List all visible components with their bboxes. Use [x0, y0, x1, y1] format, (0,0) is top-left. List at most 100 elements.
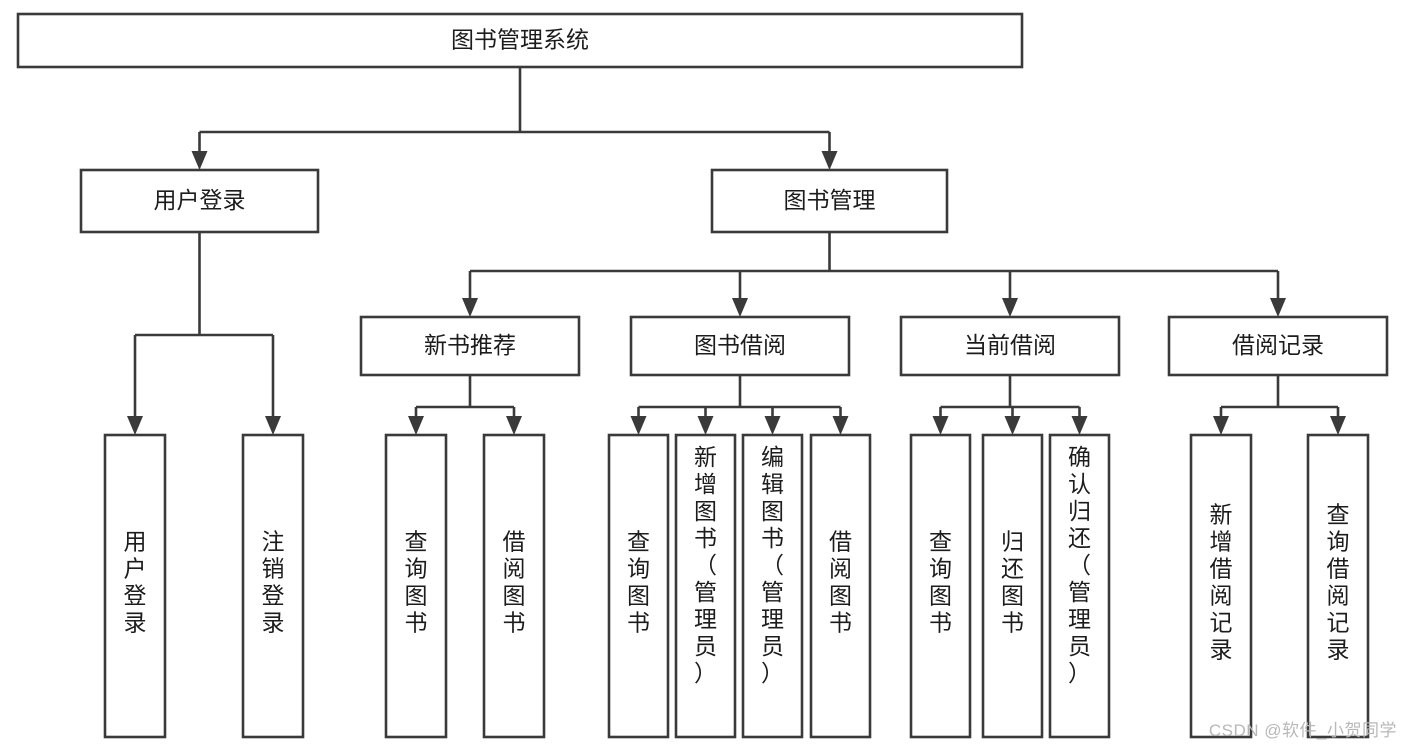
node-label-leaf-add-borrow-record-char-3: 阅: [1210, 583, 1233, 609]
arrow-leaf-return-book-head: [1004, 416, 1021, 435]
arrow-leaf-add-borrow-record-head: [1213, 416, 1229, 435]
node-label-leaf-confirm-return-admin-char-2: 归: [1068, 498, 1091, 524]
node-label-leaf-logout-char-0: 注: [262, 529, 285, 555]
node-label-leaf-add-book-admin-char-4: （: [694, 552, 717, 578]
node-label-borrow-record: 借阅记录: [1232, 332, 1324, 358]
connectors-layer: [127, 67, 1346, 435]
node-leaf-user-login[interactable]: 用户登录: [103, 433, 167, 739]
node-label-current-borrow: 当前借阅: [964, 332, 1056, 358]
node-label-leaf-query-book-borrow-char-1: 询: [627, 556, 650, 582]
arrow-leaf-logout-head: [265, 416, 281, 435]
node-root[interactable]: 图书管理系统: [16, 12, 1024, 69]
node-label-leaf-borrow-book-rec-char-0: 借: [503, 529, 526, 555]
node-box-leaf-add-borrow-record: [1189, 433, 1253, 739]
node-book-management[interactable]: 图书管理: [710, 168, 949, 234]
node-box-book-management: [710, 168, 949, 234]
arrow-level3-0-head: [462, 298, 478, 317]
node-label-leaf-add-book-admin-char-7: 员: [694, 633, 717, 659]
node-box-book-borrow: [629, 315, 851, 377]
node-label-leaf-query-book-cur-char-1: 询: [929, 556, 952, 582]
node-label-new-book-recommend: 新书推荐: [424, 332, 516, 358]
node-book-borrow[interactable]: 图书借阅: [629, 315, 851, 377]
node-label-leaf-query-borrow-record-char-4: 记: [1327, 610, 1350, 636]
node-label-leaf-confirm-return-admin-char-1: 认: [1068, 471, 1091, 497]
node-box-new-book-recommend: [359, 315, 581, 377]
node-box-leaf-edit-book-admin: [741, 433, 804, 739]
node-user-login[interactable]: 用户登录: [79, 168, 320, 234]
node-label-leaf-borrow-book-char-3: 书: [829, 610, 852, 636]
node-label-leaf-edit-book-admin-char-2: 图: [761, 498, 784, 524]
node-box-current-borrow: [899, 315, 1121, 377]
arrow-level3-1-head: [732, 298, 748, 317]
arrow-leaf-query-book-cur-head: [932, 416, 949, 435]
node-label-leaf-query-book-borrow-char-2: 图: [627, 583, 650, 609]
node-label-leaf-add-borrow-record-char-5: 录: [1210, 637, 1233, 663]
arrow-level2-0-head: [191, 151, 208, 170]
node-current-borrow[interactable]: 当前借阅: [899, 315, 1121, 377]
node-label-leaf-query-book-borrow-char-0: 查: [627, 529, 650, 555]
node-label-leaf-confirm-return-admin-char-7: 员: [1068, 633, 1091, 659]
node-label-leaf-add-borrow-record-char-1: 增: [1210, 529, 1233, 555]
node-new-book-recommend[interactable]: 新书推荐: [359, 315, 581, 377]
node-label-leaf-confirm-return-admin-char-6: 理: [1068, 606, 1091, 632]
node-label-leaf-edit-book-admin-char-0: 编: [761, 444, 784, 470]
node-label-leaf-return-book-char-0: 归: [1001, 529, 1024, 555]
node-label-leaf-query-book-cur-char-0: 查: [929, 529, 952, 555]
node-label-book-management: 图书管理: [784, 187, 876, 213]
node-box-leaf-return-book: [981, 433, 1044, 739]
node-label-leaf-edit-book-admin-char-8: ）: [761, 660, 784, 686]
arrow-leaf-query-borrow-record-head: [1330, 416, 1346, 435]
arrow-leaf-user-login-head: [127, 416, 143, 435]
node-label-leaf-return-book-char-1: 还: [1001, 556, 1024, 582]
arrow-level2-1-head: [821, 151, 838, 170]
node-label-leaf-logout-char-3: 录: [262, 610, 285, 636]
node-label-leaf-confirm-return-admin-char-8: ）: [1068, 660, 1091, 686]
node-box-leaf-query-book-borrow: [607, 433, 670, 739]
node-label-leaf-user-login-char-3: 录: [124, 610, 147, 636]
node-label-leaf-add-book-admin-char-3: 书: [694, 525, 717, 551]
node-label-leaf-logout-char-2: 登: [262, 583, 285, 609]
node-box-leaf-query-borrow-record: [1306, 433, 1370, 739]
node-label-book-borrow: 图书借阅: [694, 332, 786, 358]
arrow-leaf-borrow-book-rec-head: [506, 416, 522, 435]
node-label-leaf-borrow-book-char-2: 图: [829, 583, 852, 609]
node-label-leaf-query-book-rec-char-3: 书: [405, 610, 428, 636]
node-label-leaf-query-borrow-record-char-1: 询: [1327, 529, 1350, 555]
node-borrow-record[interactable]: 借阅记录: [1167, 315, 1389, 377]
node-label-leaf-edit-book-admin-char-3: 书: [761, 525, 784, 551]
node-label-user-login: 用户登录: [154, 187, 246, 213]
node-label-leaf-query-book-rec-char-2: 图: [405, 583, 428, 609]
node-label-leaf-add-book-admin-char-1: 增: [694, 471, 717, 497]
node-label-leaf-return-book-char-3: 书: [1001, 610, 1024, 636]
node-label-leaf-user-login-char-0: 用: [124, 529, 147, 555]
node-box-leaf-confirm-return-admin: [1048, 433, 1111, 739]
node-box-user-login: [79, 168, 320, 234]
node-box-leaf-logout: [241, 433, 305, 739]
node-label-leaf-query-borrow-record-char-0: 查: [1327, 502, 1350, 528]
arrow-leaf-edit-book-admin-head: [764, 416, 781, 435]
node-box-root: [16, 12, 1024, 69]
node-label-leaf-return-book-char-2: 图: [1001, 583, 1024, 609]
arrow-leaf-borrow-book-head: [832, 416, 849, 435]
arrow-level3-2-head: [1002, 298, 1018, 317]
node-label-leaf-query-book-rec-char-1: 询: [405, 556, 428, 582]
node-label-leaf-edit-book-admin-char-6: 理: [761, 606, 784, 632]
node-label-root: 图书管理系统: [451, 27, 589, 53]
node-box-leaf-borrow-book: [809, 433, 872, 739]
node-label-leaf-query-borrow-record-char-3: 阅: [1327, 583, 1350, 609]
arrow-leaf-query-book-rec-head: [408, 416, 424, 435]
node-label-leaf-query-book-borrow-char-3: 书: [627, 610, 650, 636]
